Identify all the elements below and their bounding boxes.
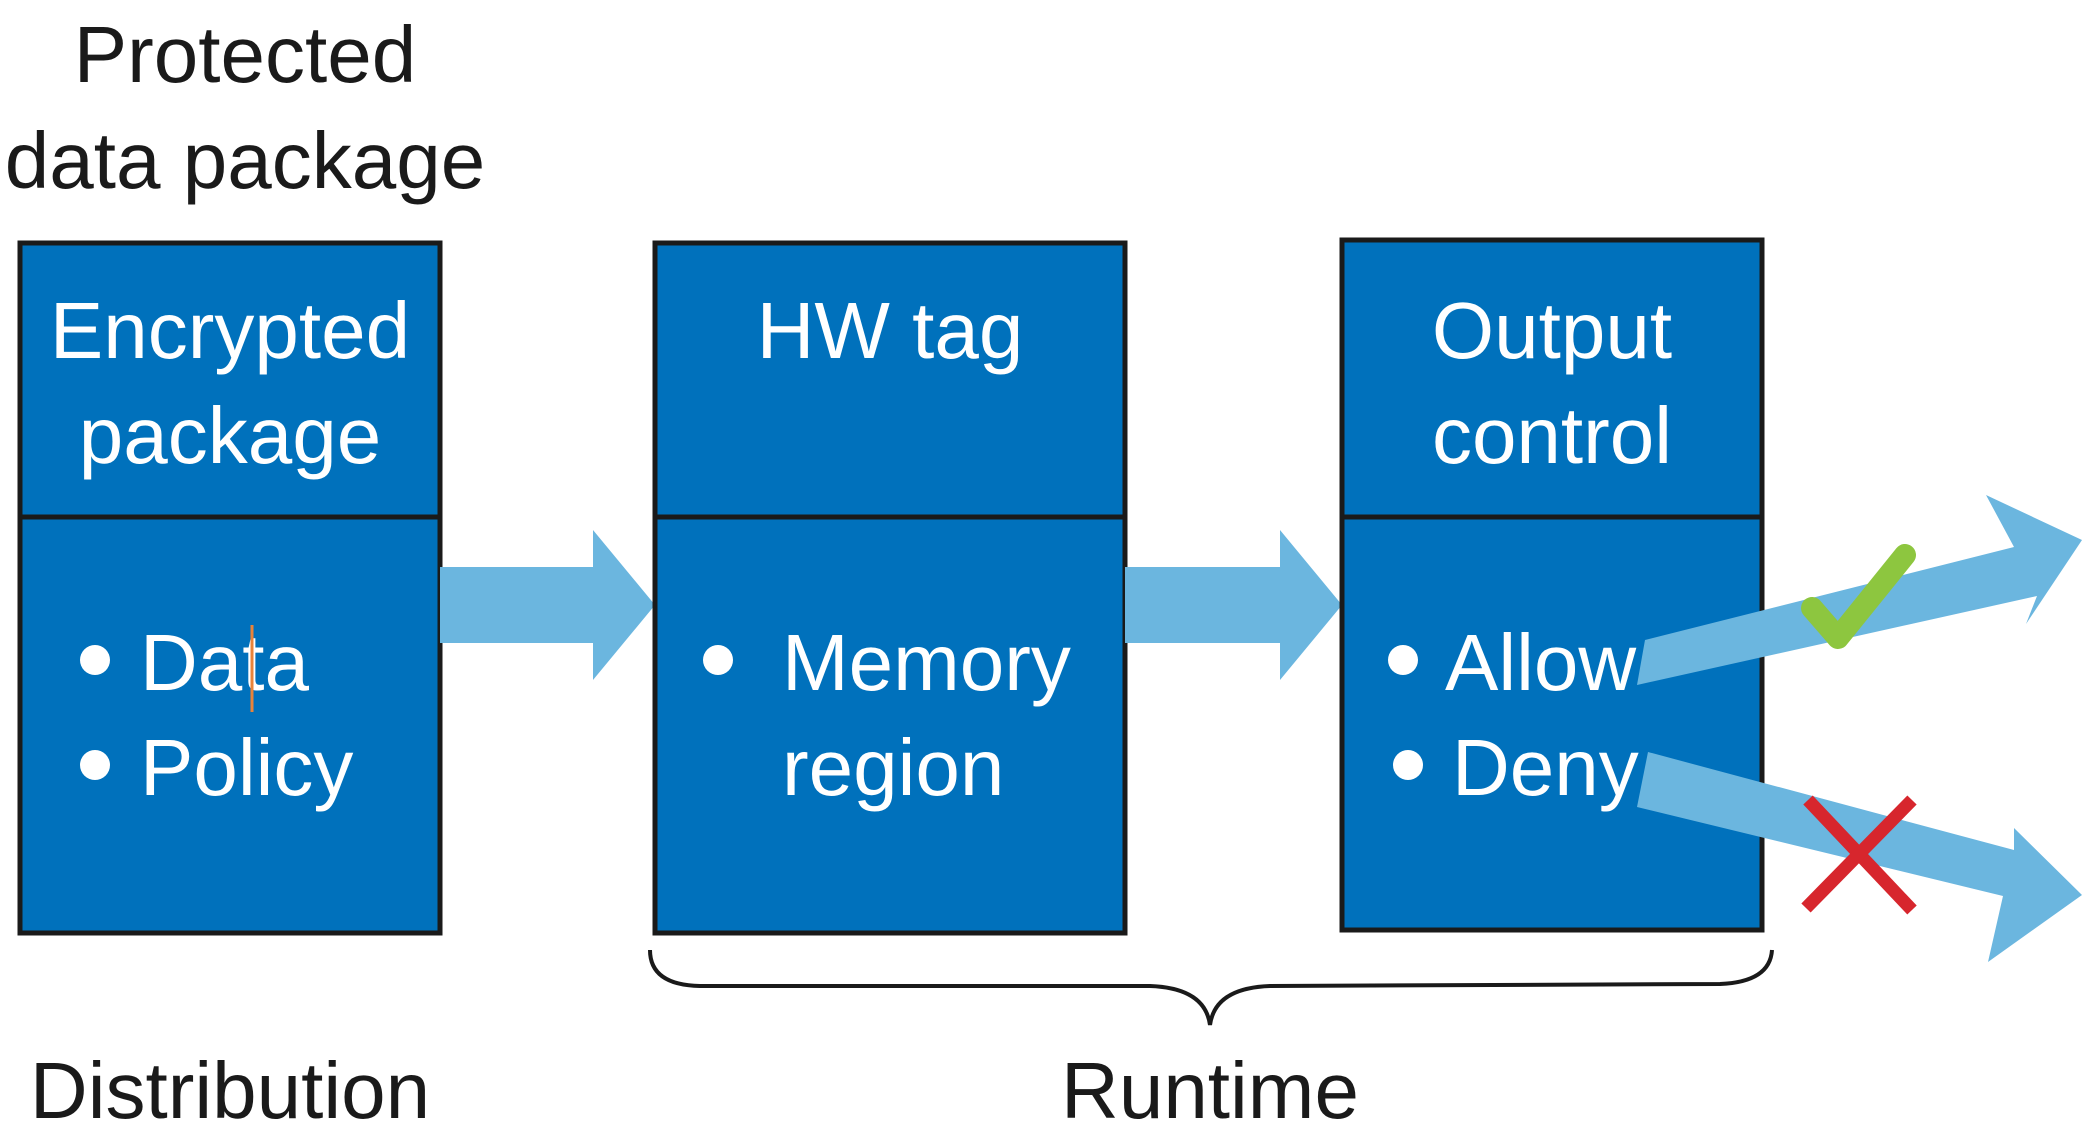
bullet-icon: [703, 645, 733, 675]
hw-tag-box-frame: [652, 240, 1128, 936]
hw-tag-box: HW tag Memory region: [652, 240, 1128, 936]
stage-label-runtime: Runtime: [1061, 1046, 1359, 1131]
bullet-icon: [1388, 645, 1418, 675]
hw-tag-item-memory: Memory: [782, 618, 1071, 707]
hw-tag-item-region: region: [782, 723, 1004, 812]
cross-icon: [1801, 795, 1917, 915]
allow-arrow: [1637, 495, 2082, 685]
flow-arrow-1: [440, 530, 655, 680]
heading-line-1: Protected: [74, 10, 416, 99]
hw-tag-title: HW tag: [757, 286, 1024, 375]
flow-arrow-2: [1125, 530, 1342, 680]
bullet-icon: [80, 750, 110, 780]
encrypted-package-box-frame: [17, 240, 443, 936]
bullet-icon: [1393, 750, 1423, 780]
output-control-title-line-1: Output: [1432, 286, 1672, 375]
package-item-policy: Policy: [140, 723, 353, 812]
encrypted-package-box: Encrypted package Data Policy: [17, 240, 443, 936]
output-control-box: Output control Allow Deny: [1339, 237, 1765, 933]
encrypted-package-title-line-2: package: [79, 391, 381, 480]
heading-line-2: data package: [5, 116, 485, 205]
check-icon: [1801, 544, 1916, 649]
output-item-allow: Allow: [1445, 618, 1636, 707]
bullet-icon: [80, 645, 110, 675]
output-control-title-line-2: control: [1432, 391, 1672, 480]
output-item-deny: Deny: [1452, 723, 1639, 812]
stage-label-distribution: Distribution: [30, 1046, 430, 1131]
encrypted-package-title-line-1: Encrypted: [50, 286, 410, 375]
package-item-data: Data: [140, 618, 309, 707]
runtime-brace: [648, 949, 1774, 1026]
